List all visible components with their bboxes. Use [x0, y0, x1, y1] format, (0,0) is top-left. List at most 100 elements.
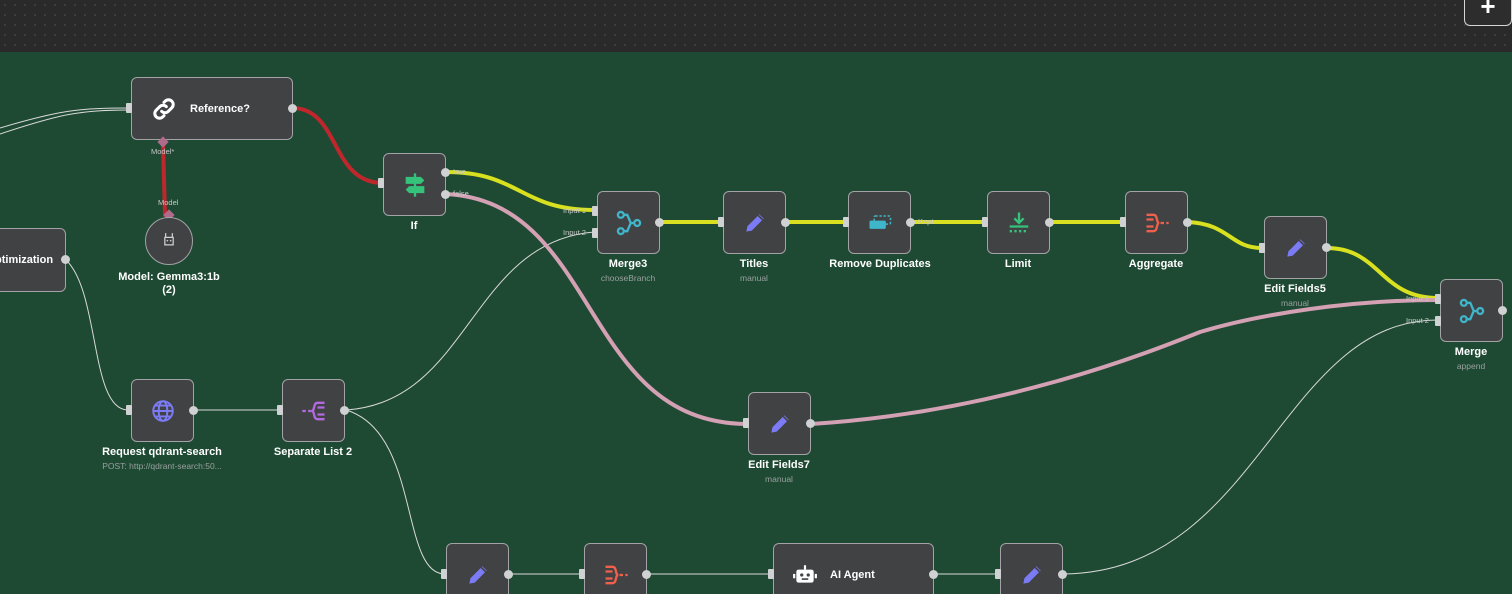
bottom-aggregate-output-port[interactable] [642, 570, 651, 579]
titles-title: Titles [739, 258, 769, 270]
merge3-input2-label: Input 2 [563, 228, 586, 237]
optimization-node[interactable]: ptimization [0, 228, 66, 292]
remove-duplicates-node[interactable] [848, 191, 911, 254]
optimization-title: ptimization [0, 254, 54, 266]
merge-icon [615, 209, 643, 237]
request-output-port[interactable] [189, 406, 198, 415]
signpost-icon [401, 171, 429, 199]
pencil-icon [1283, 235, 1309, 261]
bottom-edit1-output-port[interactable] [504, 570, 513, 579]
bottom-edit2-output-port[interactable] [1058, 570, 1067, 579]
ai-agent-input-port[interactable] [768, 569, 774, 579]
titles-input-port[interactable] [718, 217, 724, 227]
bottom-aggregate-node[interactable] [584, 543, 647, 594]
limit-title: Limit [1004, 258, 1032, 270]
ai-agent-title: AI Agent [830, 568, 875, 581]
aggregate-input-port[interactable] [1120, 217, 1126, 227]
if-true-port[interactable] [441, 168, 450, 177]
edit-fields7-input-port[interactable] [743, 418, 749, 428]
remove-duplicates-title: Remove Duplicates [829, 258, 931, 270]
merge3-subtitle: chooseBranch [600, 273, 656, 283]
if-node[interactable] [383, 153, 446, 216]
merge-title: Merge [1454, 346, 1488, 358]
pencil-icon [742, 210, 768, 236]
reference-title: Reference? [190, 102, 250, 115]
titles-output-port[interactable] [781, 218, 790, 227]
bottom-edit2-input-port[interactable] [995, 569, 1001, 579]
request-qdrant-node[interactable] [131, 379, 194, 442]
aggregate-icon [602, 561, 630, 589]
separate-output-port[interactable] [340, 406, 349, 415]
aggregate-icon [1143, 209, 1171, 237]
edit-fields5-subtitle: manual [1281, 298, 1309, 308]
merge3-node[interactable] [597, 191, 660, 254]
reference-output-port[interactable] [288, 104, 297, 113]
workflow-canvas[interactable]: Reference? Model* Model Model: Gemma3:1b… [0, 52, 1512, 594]
merge-icon [1458, 297, 1486, 325]
edit-fields7-subtitle: manual [765, 474, 793, 484]
ai-agent-output-port[interactable] [929, 570, 938, 579]
edit-fields5-input-port[interactable] [1259, 243, 1265, 253]
model-out-label: Model* [151, 147, 175, 156]
llama-icon [159, 229, 179, 254]
merge3-input1-label: Input 1 [563, 206, 586, 215]
merge-input2-label: Input 2 [1406, 316, 1429, 325]
edit-fields7-title: Edit Fields7 [748, 459, 810, 471]
separate-input-port[interactable] [277, 405, 283, 415]
merge-node[interactable] [1440, 279, 1503, 342]
merge3-input1-port[interactable] [592, 206, 598, 216]
remove-duplicates-input-port[interactable] [843, 217, 849, 227]
bottom-aggregate-input-port[interactable] [579, 569, 585, 579]
bottom-edit-node-2[interactable] [1000, 543, 1063, 594]
remove-duplicates-output-port[interactable] [906, 218, 915, 227]
merge-input2-port[interactable] [1435, 316, 1441, 326]
bottom-edit1-input-port[interactable] [441, 569, 447, 579]
edit-fields5-node[interactable] [1264, 216, 1327, 279]
bottom-edit-node-1[interactable] [446, 543, 509, 594]
remove-duplicates-icon [866, 209, 894, 237]
merge-input1-label: Input 1 [1406, 294, 1429, 303]
connection-lines [0, 106, 1440, 575]
edit-fields7-node[interactable] [748, 392, 811, 455]
titles-subtitle: manual [740, 273, 768, 283]
edit-fields7-output-port[interactable] [806, 419, 815, 428]
plus-icon: + [1480, 0, 1496, 21]
limit-node[interactable] [987, 191, 1050, 254]
if-true-label: true [453, 167, 466, 176]
if-title: If [410, 220, 418, 232]
pencil-icon [465, 562, 491, 588]
model-title: Model: Gemma3:1b(2) [118, 271, 220, 296]
merge3-output-port[interactable] [655, 218, 664, 227]
reference-node[interactable]: Reference? [131, 77, 293, 140]
reference-input-port[interactable] [126, 103, 132, 113]
globe-icon [150, 398, 176, 424]
robot-icon [792, 562, 818, 588]
limit-icon [1005, 209, 1033, 237]
request-title: Request qdrant-search [102, 446, 222, 458]
separate-list-node[interactable] [282, 379, 345, 442]
limit-output-port[interactable] [1045, 218, 1054, 227]
if-false-port[interactable] [441, 190, 450, 199]
add-node-button[interactable]: + [1464, 0, 1512, 26]
aggregate-output-port[interactable] [1183, 218, 1192, 227]
top-toolbar: + [0, 0, 1512, 52]
model-gemma-node[interactable] [145, 217, 193, 265]
edit-fields5-output-port[interactable] [1322, 243, 1331, 252]
limit-input-port[interactable] [982, 217, 988, 227]
merge-output-port[interactable] [1498, 306, 1507, 315]
model-in-label: Model [158, 198, 179, 207]
optimization-output-port[interactable] [61, 255, 70, 264]
merge3-input2-port[interactable] [592, 228, 598, 238]
request-input-port[interactable] [126, 405, 132, 415]
merge-subtitle: append [1456, 361, 1486, 371]
merge-input1-port[interactable] [1435, 294, 1441, 304]
split-icon [300, 397, 328, 425]
titles-node[interactable] [723, 191, 786, 254]
if-input-port[interactable] [378, 178, 384, 188]
edit-fields5-title: Edit Fields5 [1264, 283, 1326, 295]
aggregate-node[interactable] [1125, 191, 1188, 254]
ai-agent-node[interactable]: AI Agent [773, 543, 934, 594]
request-subtitle: POST: http://qdrant-search:50... [102, 461, 222, 471]
kept-label: Kept [918, 217, 934, 226]
link-icon [150, 95, 178, 123]
